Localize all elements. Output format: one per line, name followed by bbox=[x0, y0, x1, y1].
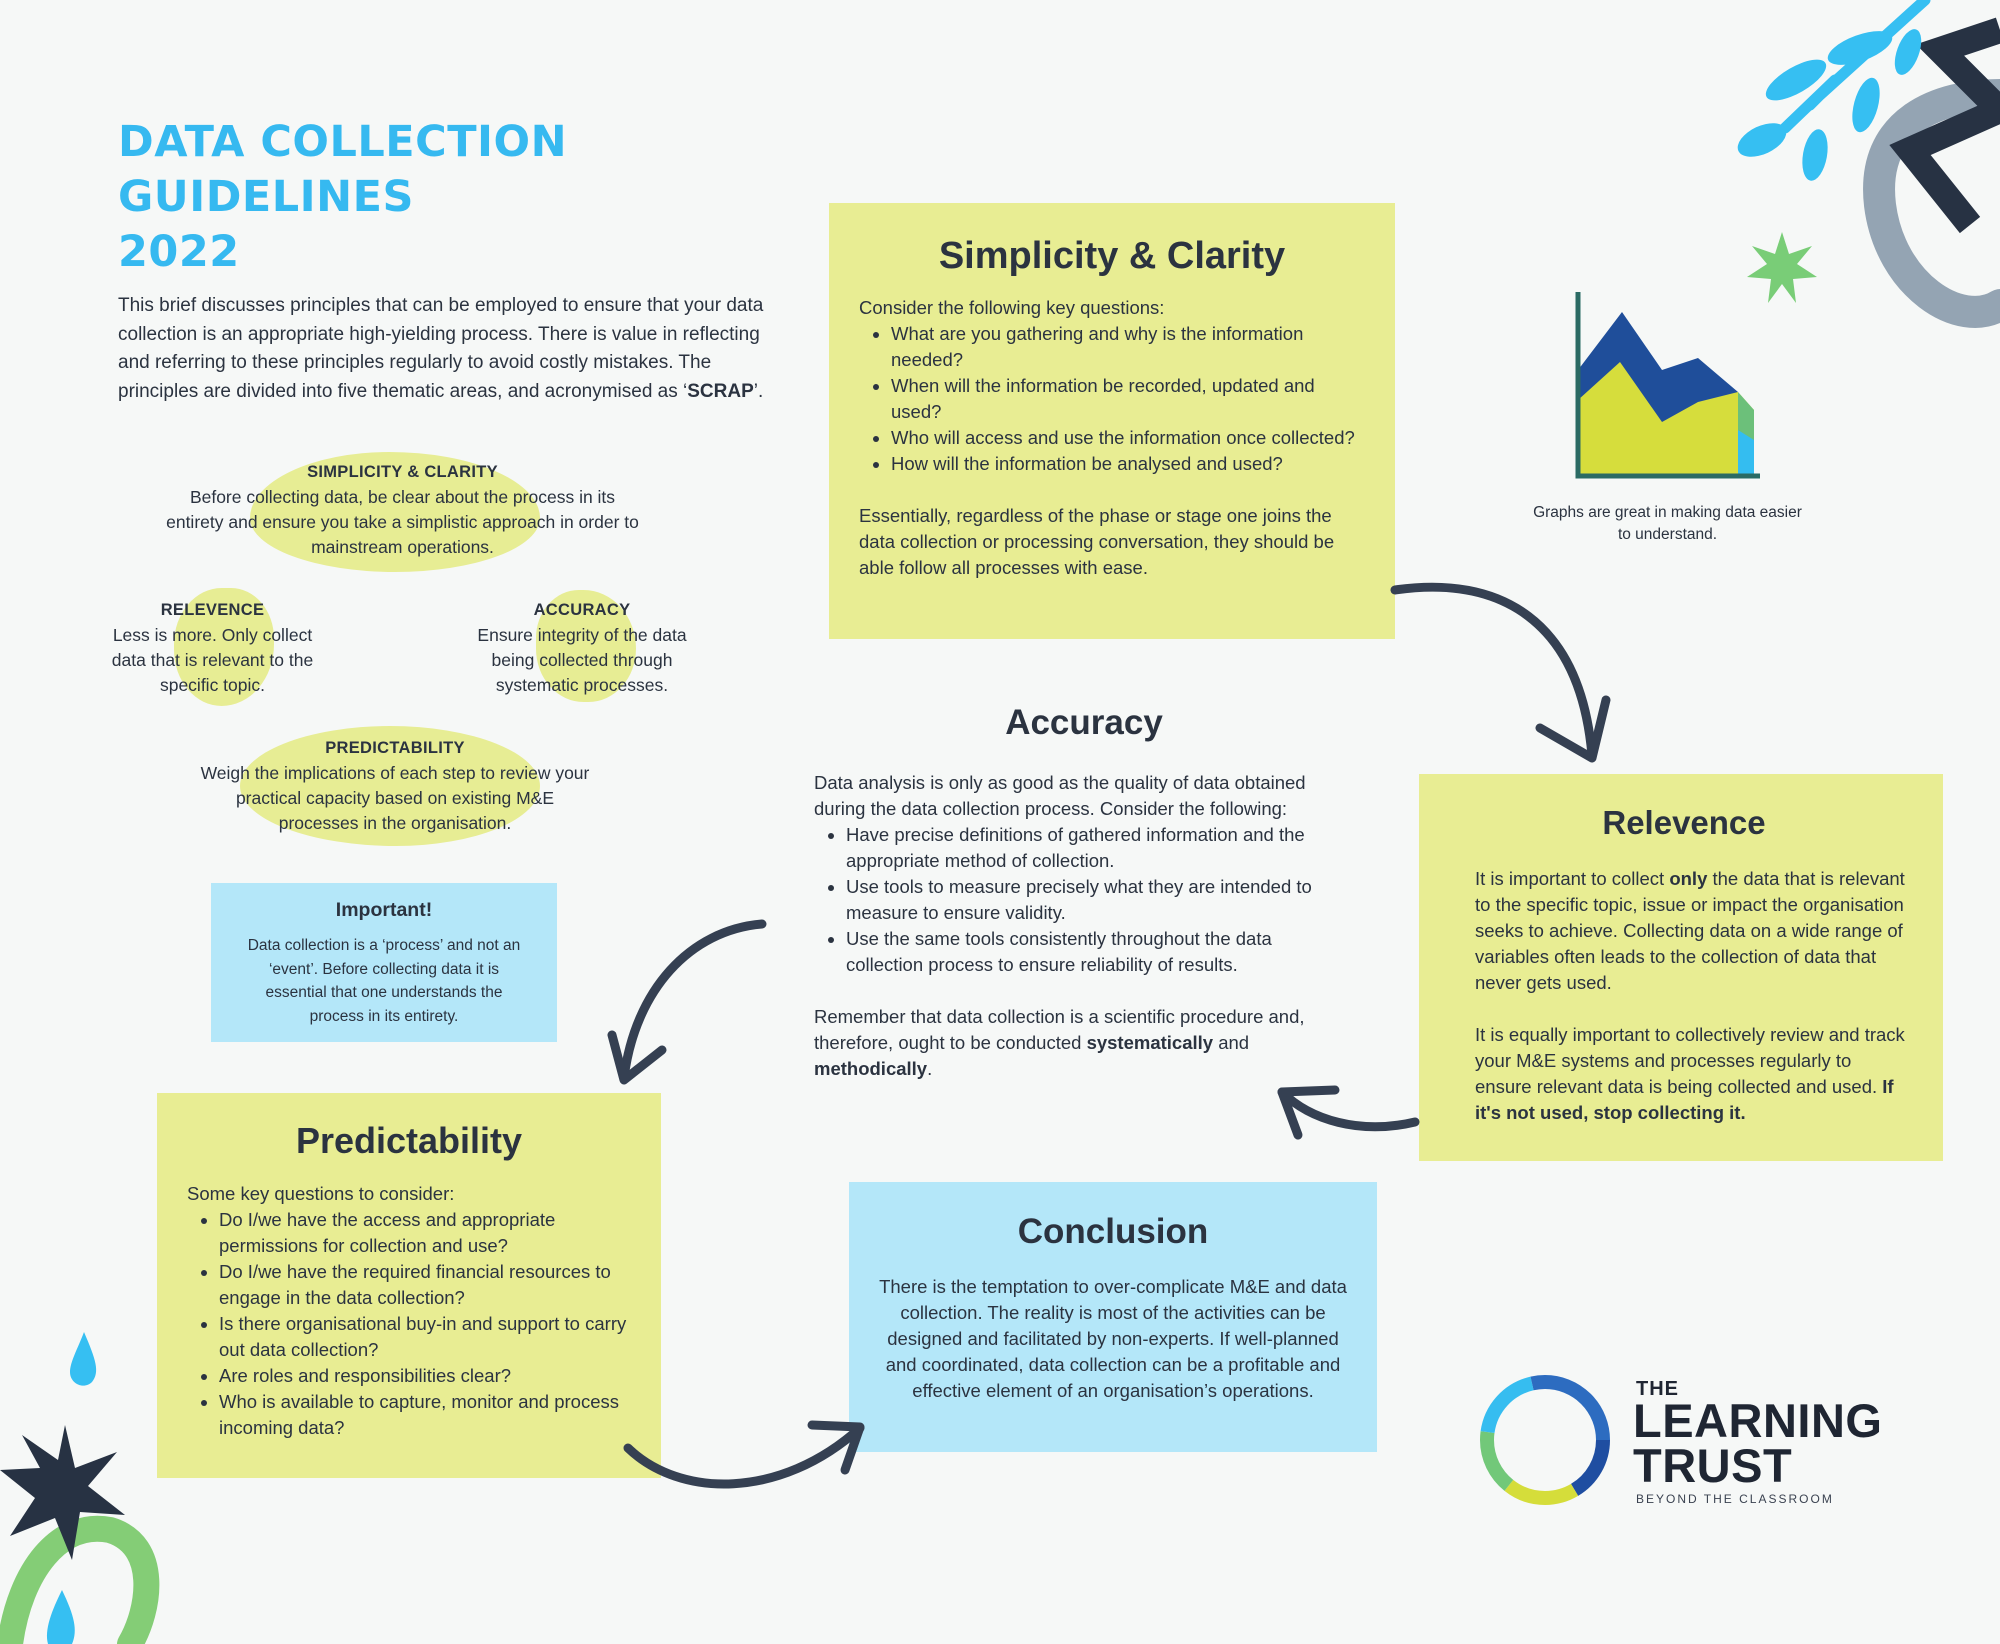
important-text: Data collection is a ‘process’ and not a… bbox=[247, 937, 521, 1025]
accuracy-card-body: Data analysis is only as good as the qua… bbox=[814, 770, 1334, 1082]
list-item: Are roles and responsibilities clear? bbox=[219, 1363, 631, 1389]
zigzag-icon bbox=[1889, 17, 2000, 234]
learning-trust-logo: THE LEARNING TRUST BEYOND THE CLASSROOM bbox=[1475, 1370, 1895, 1510]
star-burst-icon bbox=[1747, 232, 1817, 303]
arrow-predictability-to-conclusion bbox=[623, 1420, 865, 1489]
predictability-card-title: Predictability bbox=[295, 1120, 523, 1161]
acronym: SCRAP bbox=[687, 380, 754, 402]
simplicity-question-list: What are you gathering and why is the in… bbox=[859, 321, 1365, 477]
list-item: Is there organisational buy-in and suppo… bbox=[219, 1311, 631, 1363]
conclusion-card-text: There is the temptation to over-complica… bbox=[879, 1276, 1347, 1401]
accuracy-card-title: Accuracy bbox=[1005, 703, 1163, 742]
list-item: Who will access and use the information … bbox=[891, 425, 1365, 451]
accuracy-card: Accuracy Data analysis is only as good a… bbox=[814, 700, 1334, 1082]
relevence-blob bbox=[174, 588, 274, 706]
predictability-card: Predictability Some key questions to con… bbox=[157, 1093, 661, 1478]
logo-the: THE bbox=[1636, 1378, 1679, 1400]
list-item: Have precise definitions of gathered inf… bbox=[846, 822, 1334, 874]
predictability-card-body: Some key questions to consider: Do I/we … bbox=[187, 1181, 631, 1441]
simplicity-card-title: Simplicity & Clarity bbox=[938, 235, 1286, 277]
list-item: How will the information be analysed and… bbox=[891, 451, 1365, 477]
grey-ring-icon bbox=[1863, 79, 2000, 328]
relevence-card: Relevence It is important to collect onl… bbox=[1419, 774, 1943, 1161]
list-item: Use the same tools consistently througho… bbox=[846, 926, 1334, 978]
predictability-blob bbox=[240, 726, 540, 846]
arrow-simplicity-to-relevence bbox=[1390, 582, 1611, 763]
logo-ring-icon bbox=[1480, 1375, 1610, 1505]
logo-trust: TRUST bbox=[1633, 1439, 1793, 1492]
scrap-relevence: RELEVENCE Less is more. Only collect dat… bbox=[111, 601, 314, 695]
accuracy-blob bbox=[536, 590, 636, 702]
conclusion-card: Conclusion There is the temptation to ov… bbox=[849, 1182, 1377, 1452]
graph-caption: Graphs are great in making data easier t… bbox=[1533, 504, 1802, 543]
list-item: Do I/we have the access and appropriate … bbox=[219, 1207, 631, 1259]
area-chart-icon bbox=[1575, 292, 1760, 479]
scrap-simplicity: SIMPLICITY & CLARITY Before collecting d… bbox=[166, 463, 639, 557]
conclusion-card-title: Conclusion bbox=[1017, 1212, 1209, 1251]
water-drop-icon-2 bbox=[46, 1590, 75, 1644]
simplicity-card: Simplicity & Clarity Consider the follow… bbox=[829, 203, 1395, 639]
list-item: Who is available to capture, monitor and… bbox=[219, 1389, 631, 1441]
intro-paragraph: This brief discusses principles that can… bbox=[118, 295, 764, 402]
list-item: Use tools to measure precisely what they… bbox=[846, 874, 1334, 926]
relevence-card-body: It is important to collect only the data… bbox=[1475, 868, 1905, 1123]
title-line-3: 2022 bbox=[118, 227, 240, 277]
simplicity-blob bbox=[250, 452, 540, 572]
arrow-accuracy-to-predictability bbox=[607, 919, 767, 1085]
dark-star-icon bbox=[0, 1425, 125, 1560]
logo-learning: LEARNING bbox=[1633, 1394, 1883, 1447]
top-right-decoration bbox=[1737, 0, 2000, 328]
logo-tagline: BEYOND THE CLASSROOM bbox=[1636, 1492, 1834, 1506]
chart-front-area bbox=[1578, 362, 1754, 476]
list-item: Do I/we have the required financial reso… bbox=[219, 1259, 631, 1311]
title-line-1: DATA COLLECTION bbox=[118, 117, 568, 167]
arrow-relevence-to-accuracy bbox=[1277, 1085, 1420, 1140]
simplicity-card-body: Consider the following key questions: Wh… bbox=[859, 295, 1365, 581]
water-drop-icon bbox=[70, 1332, 97, 1386]
title-line-2: GUIDELINES bbox=[118, 172, 415, 222]
list-item: What are you gathering and why is the in… bbox=[891, 321, 1365, 373]
chart-axes bbox=[1575, 292, 1760, 479]
list-item: When will the information be recorded, u… bbox=[891, 373, 1365, 425]
bottom-left-decoration bbox=[0, 1332, 160, 1644]
scrap-predictability: PREDICTABILITY Weigh the implications of… bbox=[200, 739, 590, 833]
important-box: Important! Data collection is a ‘process… bbox=[211, 883, 557, 1042]
predictability-question-list: Do I/we have the access and appropriate … bbox=[187, 1207, 631, 1441]
important-title: Important! bbox=[335, 899, 433, 921]
accuracy-list: Have precise definitions of gathered inf… bbox=[814, 822, 1334, 978]
scrap-accuracy: ACCURACY Ensure integrity of the data be… bbox=[477, 601, 687, 695]
page-title: DATA COLLECTION GUIDELINES 2022 bbox=[118, 115, 618, 280]
green-swoosh-icon bbox=[0, 1515, 160, 1644]
relevence-card-title: Relevence bbox=[1602, 804, 1766, 841]
chart-side-blue bbox=[1738, 430, 1754, 476]
leaf-branch-icon bbox=[1737, 0, 1931, 181]
